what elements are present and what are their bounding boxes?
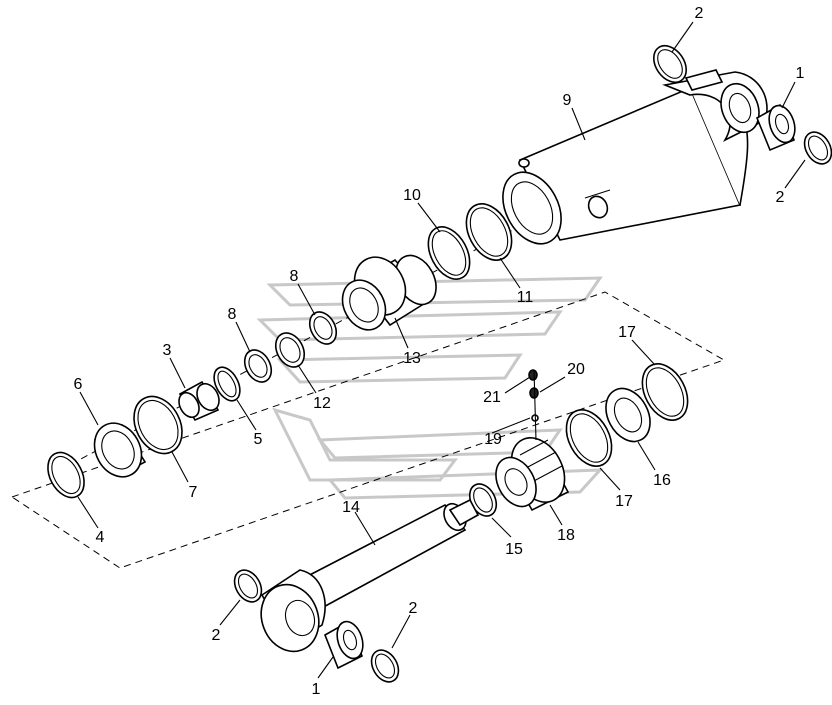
snap-ring-bottom-left-inner — [237, 573, 259, 599]
callout-5: 5 — [254, 431, 263, 448]
o-ring-11-inner — [469, 207, 509, 257]
ring-5 — [213, 366, 241, 402]
callout-21: 21 — [483, 389, 501, 406]
gland-13 — [341, 254, 437, 331]
bushing-3 — [178, 380, 220, 422]
callout-15: 15 — [505, 541, 523, 558]
snap-ring-bottom-right-inner — [374, 653, 396, 679]
seal-12-inner — [279, 337, 301, 363]
ring-7-inner — [137, 399, 179, 451]
callout-7: 7 — [189, 484, 198, 501]
snap-ring-4 — [47, 451, 85, 499]
callout-3: 3 — [163, 342, 172, 359]
callout-9: 9 — [563, 92, 572, 109]
callout-6: 6 — [74, 376, 83, 393]
bushing-top — [755, 103, 796, 152]
ring-16-inner — [613, 397, 643, 433]
ring-8-upper — [308, 311, 338, 345]
ring-17-lower — [565, 409, 613, 467]
ring-15-inner — [473, 487, 493, 513]
backup-ring-10-inner — [431, 230, 467, 276]
ring-5-inner — [217, 370, 237, 398]
callout-4: 4 — [96, 529, 105, 546]
callout-14: 14 — [342, 499, 360, 516]
callout-1-top: 1 — [796, 65, 805, 82]
snap-ring-top-left — [652, 44, 688, 84]
ring-17-upper — [641, 363, 689, 421]
seal-kit-outline — [10, 291, 726, 569]
callout-8-upper: 8 — [290, 268, 299, 285]
ring-8-lower-inner — [248, 354, 268, 378]
ring-17-upper-inner — [645, 367, 685, 417]
callout-10: 10 — [403, 187, 421, 204]
piston-18 — [495, 437, 570, 512]
callout-11: 11 — [517, 289, 534, 306]
callout-2-top-left: 2 — [695, 5, 704, 22]
callout-18: 18 — [557, 527, 575, 544]
callout-2-bottom-right: 2 — [409, 600, 418, 617]
bushing-bottom — [324, 620, 364, 670]
o-ring-11 — [465, 203, 513, 261]
snap-ring-top-left-inner — [657, 49, 683, 79]
ring-8-lower — [243, 349, 273, 383]
ring-17-lower-inner — [569, 413, 609, 463]
snap-ring-bottom-left — [233, 569, 263, 603]
snap-ring-4-inner — [51, 455, 81, 495]
snap-ring-top-right — [803, 131, 832, 165]
snap-ring-top-right-inner — [807, 135, 829, 161]
callout-19: 19 — [484, 431, 502, 448]
callout-8-lower: 8 — [228, 306, 237, 323]
callout-2-bottom-left: 2 — [212, 627, 221, 644]
ring-8-upper-inner — [313, 316, 333, 340]
callout-16: 16 — [653, 472, 671, 489]
leader-lines — [77, 21, 806, 679]
callout-12: 12 — [313, 395, 331, 412]
callout-17-upper: 17 — [618, 324, 636, 341]
setscrew-axis — [533, 369, 537, 441]
cylinder-barrel — [502, 69, 768, 245]
callout-labels: 2 1 9 2 10 11 8 13 8 12 3 6 5 7 4 17 20 … — [74, 5, 805, 698]
callout-20: 20 — [567, 361, 585, 378]
callout-1-bottom: 1 — [312, 681, 321, 698]
setscrew-20 — [529, 387, 539, 399]
backup-ring-10 — [427, 226, 471, 280]
snap-ring-bottom-right — [370, 649, 400, 683]
ball-21 — [528, 369, 538, 381]
piston-rod-14 — [260, 498, 480, 653]
callout-2-top-right: 2 — [776, 189, 785, 206]
callout-13: 13 — [403, 350, 421, 367]
callout-17-lower: 17 — [615, 493, 633, 510]
wiper-6 — [93, 422, 147, 478]
